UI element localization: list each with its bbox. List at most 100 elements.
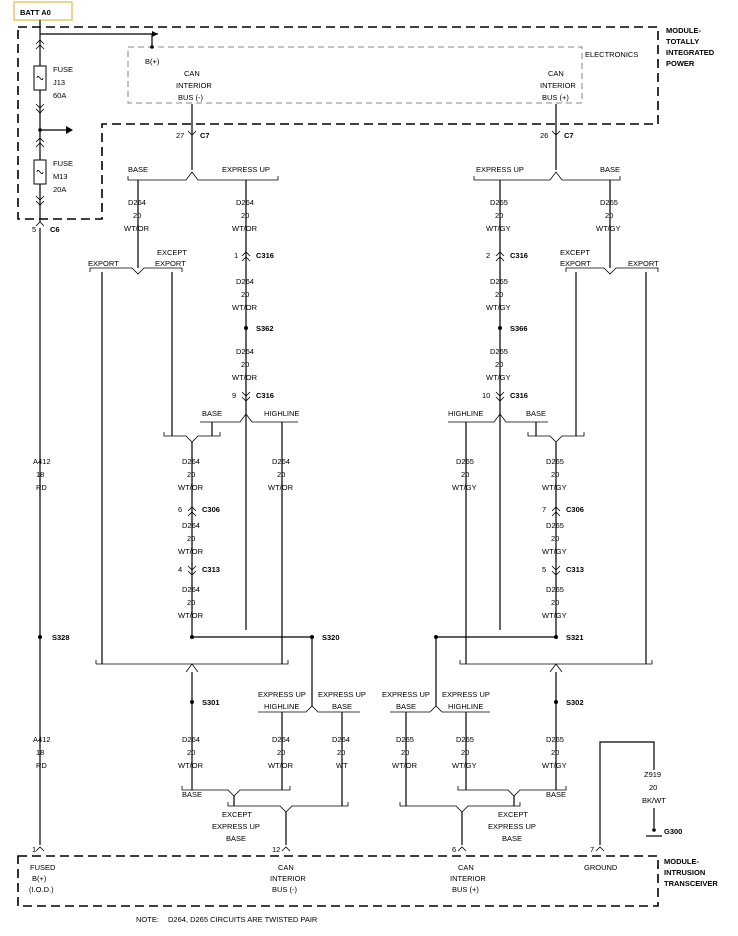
- d264-lb1-gauge: 20: [187, 470, 195, 479]
- right-except-label: EXCEPT: [560, 248, 590, 257]
- right-export-return-join: [549, 663, 563, 673]
- d265-rb4-name: D265: [546, 735, 564, 744]
- pin-26-label: 26: [540, 131, 548, 140]
- z919-color: BK/WT: [642, 796, 666, 805]
- itm-pin7-label: 7: [590, 845, 594, 854]
- g300-label: G300: [664, 827, 682, 836]
- s328-splice: [38, 635, 42, 639]
- d265-exp1-name: D265: [490, 198, 508, 207]
- d264-s2-name: D264: [332, 735, 350, 744]
- a412-lower-name: A412: [33, 735, 51, 744]
- right-highline-label: HIGHLINE: [448, 409, 483, 418]
- electronics-box: [127, 46, 583, 104]
- left-highline-label: HIGHLINE: [264, 409, 299, 418]
- d265-rb3-name: D265: [546, 585, 564, 594]
- d265-rb1-gauge: 20: [551, 470, 559, 479]
- d264-lb4-gauge: 20: [187, 748, 195, 757]
- left-except-export-label: EXPORT: [155, 259, 186, 268]
- d264-s1-name: D264: [272, 735, 290, 744]
- d264-exp3-color: WT/OR: [232, 373, 258, 382]
- d264-s3-name: D265: [396, 735, 414, 744]
- c316-pin10-label: 10: [482, 391, 490, 400]
- s362-splice: [244, 326, 248, 330]
- left-export-return-join: [185, 663, 199, 673]
- d264-lb4-name: D264: [182, 735, 200, 744]
- can-pos-line2: INTERIOR: [540, 81, 576, 90]
- d265-hl-name: D265: [456, 457, 474, 466]
- d265-rb1-color: WT/GY: [542, 483, 567, 492]
- d264-base-gauge: 20: [133, 211, 141, 220]
- fuse-j13-name: FUSE: [53, 65, 73, 74]
- left-mid-base-label: BASE: [202, 409, 222, 418]
- s328-label: S328: [52, 633, 70, 642]
- d265-base-color: WT/GY: [596, 224, 621, 233]
- left-final-base-label: BASE: [182, 790, 202, 799]
- left-except-label: EXCEPT: [157, 248, 187, 257]
- d265-s4-gauge: 20: [461, 748, 469, 757]
- left-s320-express-up-b: EXPRESS UP: [318, 690, 366, 699]
- a412-lower-gauge: 18: [36, 748, 44, 757]
- right-mid-base-label: BASE: [526, 409, 546, 418]
- fuse-m13-name: FUSE: [53, 159, 73, 168]
- itm-can-neg-3: BUS (-): [272, 885, 298, 894]
- d264-lb2-name: D264: [182, 521, 200, 530]
- a412-upper-name: A412: [33, 457, 51, 466]
- d265-exp2-color: WT/GY: [486, 303, 511, 312]
- tipm-line3: INTEGRATED: [666, 48, 715, 57]
- itm-line1: MODULE-: [664, 857, 699, 866]
- s320-label: S320: [322, 633, 340, 642]
- d264-exp2-name: D264: [236, 277, 254, 286]
- c316-pin9-connector: [241, 391, 251, 402]
- fuse-m13-connector-top: [35, 137, 45, 148]
- tipm-line4: POWER: [666, 59, 695, 68]
- itm-can-neg-2: INTERIOR: [270, 874, 306, 883]
- c313-right-label: C313: [566, 565, 584, 574]
- itm-ground-label: GROUND: [584, 863, 618, 872]
- right-s321-express-up-a: EXPRESS UP: [382, 690, 430, 699]
- itm-pin12-connector: [281, 846, 291, 852]
- s301-splice: [190, 700, 194, 704]
- electronics-label: ELECTRONICS: [585, 50, 638, 59]
- left-highline-bracket: [200, 413, 298, 423]
- c316-lower-right-label: C316: [510, 391, 528, 400]
- left-upper-expressup-label: EXPRESS UP: [222, 165, 270, 174]
- c6-label: C6: [50, 225, 60, 234]
- itm-pin1-connector: [35, 846, 45, 852]
- can-neg-line3: BUS (-): [178, 93, 204, 102]
- d264-hl-color: WT/OR: [268, 483, 294, 492]
- c306-pin6-label: 6: [178, 505, 182, 514]
- d265-exp1-color: WT/GY: [486, 224, 511, 233]
- pin-5-label: 5: [32, 225, 36, 234]
- d265-base-name: D265: [600, 198, 618, 207]
- d265-rb4-gauge: 20: [551, 748, 559, 757]
- d265-rb3-color: WT/GY: [542, 611, 567, 620]
- c306-pin7-connector: [551, 506, 561, 517]
- left-s320-base: BASE: [332, 702, 352, 711]
- d265-exp1-gauge: 20: [495, 211, 503, 220]
- d264-lb4-color: WT/OR: [178, 761, 204, 770]
- itm-can-pos-2: INTERIOR: [450, 874, 486, 883]
- right-final-except: EXCEPT: [498, 810, 528, 819]
- d264-s1-color: WT/OR: [268, 761, 294, 770]
- d265-s4-name: D265: [456, 735, 474, 744]
- d265-rb2-name: D265: [546, 521, 564, 530]
- c7-left-label: C7: [200, 131, 210, 140]
- d264-lb3-color: WT/OR: [178, 611, 204, 620]
- d265-exp2-gauge: 20: [495, 290, 503, 299]
- d264-base-color: WT/OR: [124, 224, 150, 233]
- c313-left-label: C313: [202, 565, 220, 574]
- d265-rb1-name: D265: [546, 457, 564, 466]
- bplus-arrow: [152, 31, 158, 37]
- right-upper-base-label: BASE: [600, 165, 620, 174]
- c313-pin5-label: 5: [542, 565, 546, 574]
- can-neg-line1: CAN: [184, 69, 200, 78]
- a412-lower-color: RD: [36, 761, 47, 770]
- bplus-label: B(+): [145, 57, 160, 66]
- right-upper-option-bracket: [473, 171, 621, 181]
- d264-hl-gauge: 20: [277, 470, 285, 479]
- left-export-bracket: [89, 267, 183, 275]
- c316-pin1-label: 1: [234, 251, 238, 260]
- d265-exp3-color: WT/GY: [486, 373, 511, 382]
- d265-rb2-color: WT/GY: [542, 547, 567, 556]
